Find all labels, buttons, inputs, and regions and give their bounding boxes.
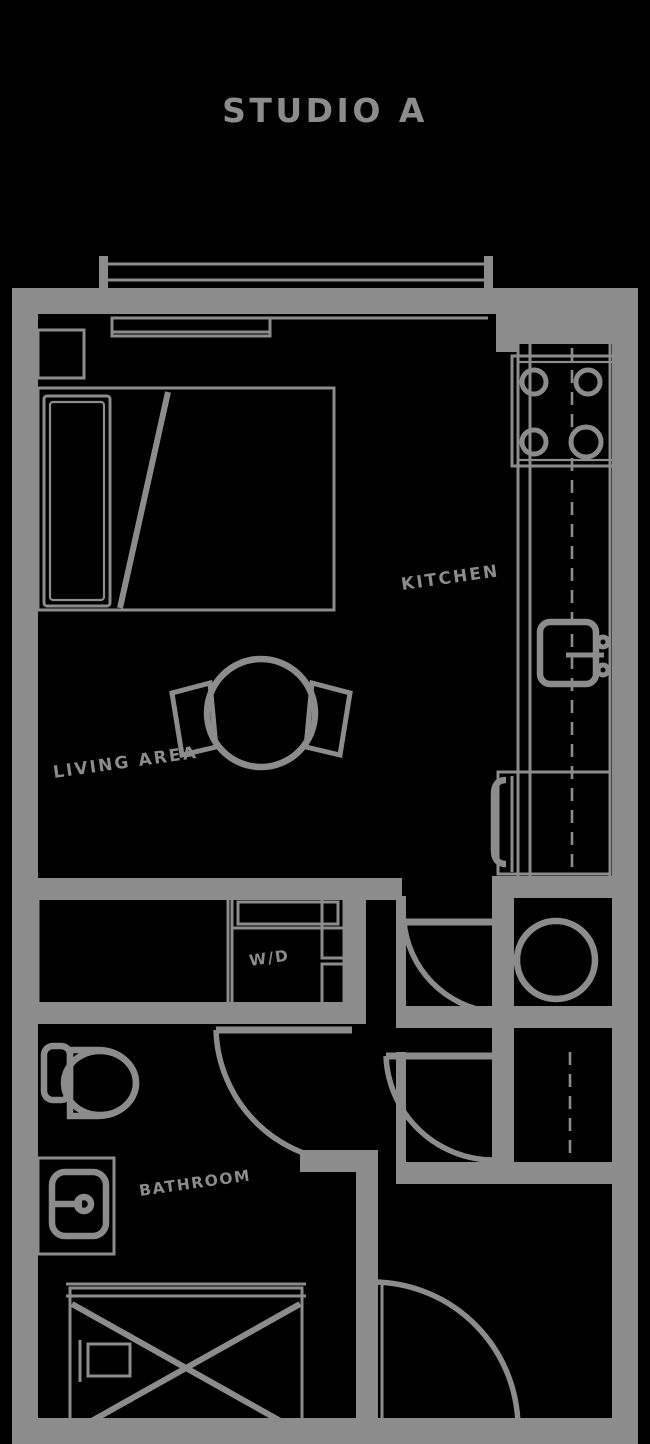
bathroom-vanity-sink bbox=[36, 1156, 116, 1256]
closet-area bbox=[36, 894, 230, 1010]
round-entry-table bbox=[513, 917, 599, 1003]
room-label-kitchen: KITCHEN bbox=[400, 561, 501, 595]
room-label-bathroom-text: BATHROOM bbox=[138, 1166, 252, 1200]
entry-door-swing[interactable] bbox=[370, 1279, 521, 1444]
refrigerator bbox=[490, 770, 612, 876]
nightstand bbox=[36, 328, 86, 380]
interior-walls bbox=[12, 314, 638, 1444]
page-title: STUDIO A bbox=[222, 91, 428, 130]
room-label-bathroom: BATHROOM bbox=[138, 1166, 252, 1200]
bathroom-door-swing[interactable] bbox=[213, 1026, 353, 1165]
cooktop-range-four-burner bbox=[510, 354, 622, 468]
room-label-laundry-text: W/D bbox=[248, 947, 291, 970]
room-label-kitchen-text: KITCHEN bbox=[400, 561, 501, 595]
pillow bbox=[42, 394, 112, 608]
washer-dryer-closet bbox=[230, 894, 346, 1010]
shower bbox=[66, 1282, 306, 1438]
closet-shelf bbox=[232, 900, 344, 930]
room-label-laundry: W/D bbox=[248, 947, 291, 970]
room-label-living: LIVING AREA bbox=[52, 743, 199, 783]
room-label-living-text: LIVING AREA bbox=[52, 743, 199, 783]
dining-chair-left bbox=[169, 679, 219, 759]
closet-door-swing-lower[interactable] bbox=[383, 1052, 495, 1163]
kitchen-counter bbox=[516, 344, 612, 876]
bed bbox=[36, 386, 336, 612]
exterior-walls bbox=[12, 288, 638, 1444]
closet-door-swing-upper[interactable] bbox=[401, 918, 506, 1015]
kitchen-sink bbox=[536, 618, 611, 688]
round-dining-table bbox=[203, 655, 319, 771]
window-band bbox=[99, 256, 493, 338]
toilet bbox=[40, 1042, 140, 1120]
dining-chair-right bbox=[303, 679, 353, 759]
